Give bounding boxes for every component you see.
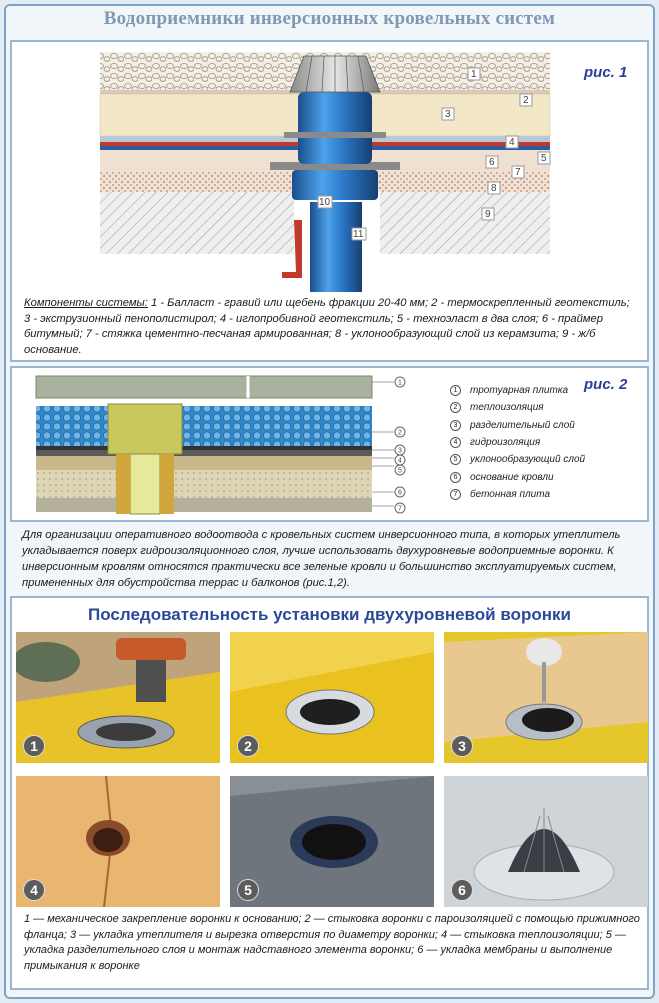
legend-item: 3 разделительный слой	[450, 417, 630, 434]
fig2-callout-5: 5	[398, 468, 402, 475]
drain-body-grate	[107, 403, 183, 455]
drain-funnel-lower-body	[292, 170, 378, 200]
step-badge-6: 6	[451, 879, 473, 901]
callout-2: 2	[523, 95, 529, 106]
step-5-photo: 5	[230, 776, 434, 907]
step-6-photo: 6	[444, 776, 648, 907]
slope-layer	[36, 456, 372, 470]
insulation-right	[182, 406, 372, 446]
legend-num: 6	[450, 471, 461, 483]
callout-1: 1	[471, 69, 477, 80]
fig2-callout-6: 6	[398, 490, 402, 497]
installation-caption: 1 — механическое закрепление воронки к о…	[24, 913, 640, 972]
legend-item: 4 гидроизоляция	[450, 434, 630, 451]
fig2-callout-3: 3	[398, 448, 402, 455]
legend-num: 5	[450, 454, 461, 466]
legend-num: 2	[450, 402, 461, 414]
callout-6: 6	[489, 157, 495, 168]
upper-flange	[284, 132, 386, 138]
legend-item: 1 тротуарная плитка	[450, 382, 630, 399]
page-title: Водоприемники инверсионных кровельных си…	[103, 8, 556, 29]
drain-insulation-left	[116, 454, 130, 514]
separating-layer	[36, 446, 372, 450]
heating-cable-pipe	[282, 220, 302, 278]
legend-text: теплоизоляция	[470, 402, 544, 414]
legend-item: 7 бетонная плита	[450, 486, 630, 503]
fig2-callout-1: 1	[398, 380, 402, 387]
legend-num: 3	[450, 419, 461, 431]
callout-3: 3	[445, 109, 451, 120]
drain-extension-upper	[298, 92, 372, 164]
legend-text: бетонная плита	[470, 488, 551, 500]
step-4-photo: 4	[16, 776, 220, 907]
figure-1-panel: 1 2 3 4 5 6 7 8 9 10 11 рис. 1 Компонент…	[10, 40, 649, 362]
figure-1-caption-text: 1 - Балласт - гравий или щебень фракции …	[24, 297, 630, 356]
intro-paragraph: Для организации оперативного водоотвода …	[22, 529, 621, 589]
figure-2-label: рис. 2	[584, 376, 628, 393]
drain-insulation-right	[160, 454, 174, 514]
figure-1-caption: Компоненты системы: 1 - Балласт - гравий…	[24, 296, 636, 358]
figure-1-label: рис. 1	[584, 64, 628, 81]
insulation-left	[36, 406, 108, 446]
fig2-callout-2: 2	[398, 430, 402, 437]
step-badge-3: 3	[451, 735, 473, 757]
step-3-photo: 3	[444, 632, 648, 763]
installation-title: Последовательность установки двухуровнев…	[88, 605, 571, 624]
callout-5: 5	[541, 153, 547, 164]
drain-outlet-pipe	[129, 453, 161, 515]
roof-base-layer	[36, 470, 372, 498]
legend-text: основание кровли	[470, 471, 554, 483]
legend-text: гидроизоляция	[470, 437, 541, 449]
installation-panel: 1 2 3 4	[10, 596, 649, 990]
concrete-slab	[36, 498, 372, 512]
step-badge-4: 4	[23, 879, 45, 901]
legend-text: тротуарная плитка	[470, 385, 569, 397]
figure-1-caption-lead: Компоненты системы:	[24, 297, 148, 309]
figure-1-callouts: 1 2 3 4 5 6 7 8 9 10 11	[317, 67, 551, 241]
callout-8: 8	[491, 183, 497, 194]
callout-11: 11	[353, 229, 364, 240]
legend-num: 7	[450, 488, 461, 500]
callout-4: 4	[509, 137, 515, 148]
legend-item: 6 основание кровли	[450, 468, 630, 485]
lower-flange	[270, 162, 400, 170]
callout-7: 7	[515, 167, 521, 178]
waterproofing-layer	[36, 450, 372, 456]
step-1-photo: 1	[16, 632, 220, 763]
paving-tiles	[35, 375, 373, 399]
figure-2-panel: 1 2 3 4 5 6 7 рис. 2 1 тротуарная плитка …	[10, 366, 649, 522]
step-2-photo: 2	[230, 632, 434, 763]
fig2-callout-4: 4	[398, 458, 402, 465]
legend-text: разделительный слой	[470, 419, 575, 431]
legend-text: уклонообразующий слой	[470, 454, 586, 466]
callout-9: 9	[485, 209, 491, 220]
legend-item: 2 теплоизоляция	[450, 399, 630, 416]
legend-num: 1	[450, 385, 461, 397]
figure-2-callouts: 1 2 3 4 5 6 7	[394, 376, 406, 514]
fig2-callout-7: 7	[398, 506, 402, 513]
legend-item: 5 уклонообразующий слой	[450, 451, 630, 468]
figure-1-drawing: 1 2 3 4 5 6 7 8 9 10 11	[99, 52, 551, 292]
step-badge-2: 2	[237, 735, 259, 757]
drain-pipe-lower	[310, 202, 362, 292]
figure-2-legend: 1 тротуарная плитка 2 теплоизоляция 3 разде…	[450, 382, 630, 503]
legend-num: 4	[450, 437, 461, 449]
callout-10: 10	[319, 197, 331, 208]
figure-2-drawing: 1 2 3 4 5 6 7	[35, 375, 406, 515]
step-badge-1: 1	[23, 735, 45, 757]
step-badge-5: 5	[237, 879, 259, 901]
